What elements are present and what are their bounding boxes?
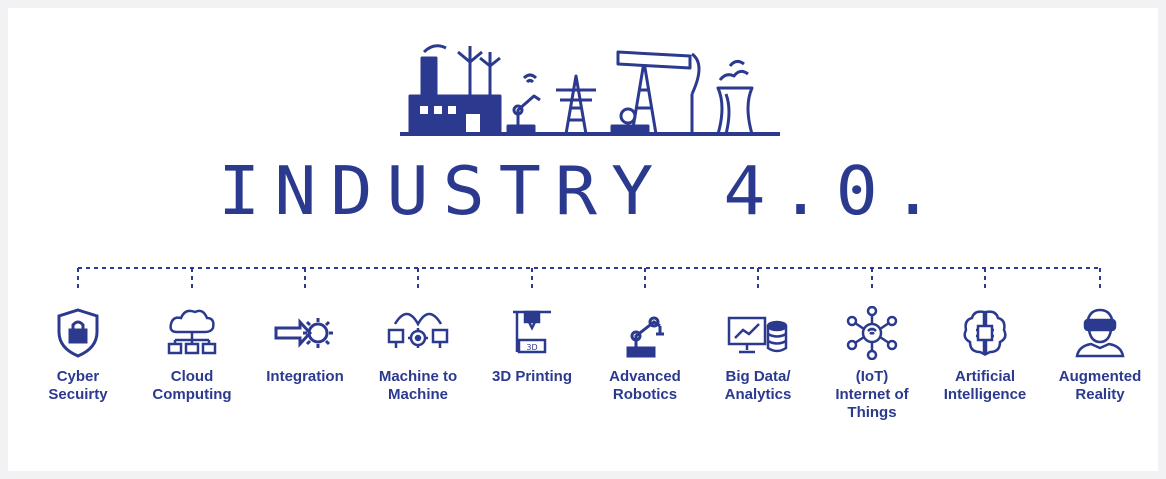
cloud-network-icon — [157, 300, 227, 360]
item-label: Augmented Reality — [1058, 368, 1142, 403]
robot-arm-icon — [610, 300, 680, 360]
item-cyber-security: Cyber Secuirty — [18, 300, 138, 404]
machine-to-machine-icon — [383, 300, 453, 360]
item-cloud-computing: Cloud Computing — [132, 300, 252, 404]
oil-pump-icon — [610, 50, 701, 136]
item-label: Big Data/ Analytics — [724, 368, 792, 403]
monitor-database-icon — [723, 300, 793, 360]
3d-printer-icon: 3D — [497, 300, 567, 360]
item-3d-printing: 3D 3D Printing — [472, 300, 592, 386]
item-iot: (IoT) Internet of Things — [812, 300, 932, 422]
item-label: Artificial Intelligence — [943, 368, 1027, 403]
industry-illustration — [400, 38, 790, 138]
item-label: Machine to Machine — [378, 368, 458, 403]
technology-list: Cyber Secuirty Cloud Computing — [0, 300, 1166, 450]
connector-lines — [0, 260, 1166, 290]
item-big-data: Big Data/ Analytics — [698, 300, 818, 404]
item-augmented-reality: Augmented Reality — [1040, 300, 1160, 404]
vr-headset-person-icon — [1065, 300, 1135, 360]
item-label: Cyber Secuirty — [48, 368, 108, 403]
power-pylon-icon — [556, 74, 596, 135]
arrow-gear-icon — [270, 300, 340, 360]
shield-lock-icon — [43, 300, 113, 360]
item-machine-to-machine: Machine to Machine — [358, 300, 478, 404]
item-advanced-robotics: Advanced Robotics — [585, 300, 705, 404]
item-label: 3D Printing — [491, 368, 572, 385]
item-label: Integration — [266, 368, 344, 385]
item-label: Advanced Robotics — [609, 368, 681, 403]
page-title: INDUSTRY 4.0. — [218, 152, 948, 230]
item-label: Cloud Computing — [152, 368, 232, 403]
iot-network-icon — [837, 300, 907, 360]
robot-arm-icon — [506, 73, 541, 136]
cooling-tower-icon — [716, 59, 754, 136]
brain-chip-icon — [950, 300, 1020, 360]
factory-icon — [408, 44, 502, 136]
wind-turbine-icon — [457, 46, 501, 96]
svg-text:3D: 3D — [526, 343, 537, 352]
item-artificial-intelligence: Artificial Intelligence — [925, 300, 1045, 404]
item-label: (IoT) Internet of Things — [835, 368, 909, 421]
item-integration: Integration — [245, 300, 365, 386]
